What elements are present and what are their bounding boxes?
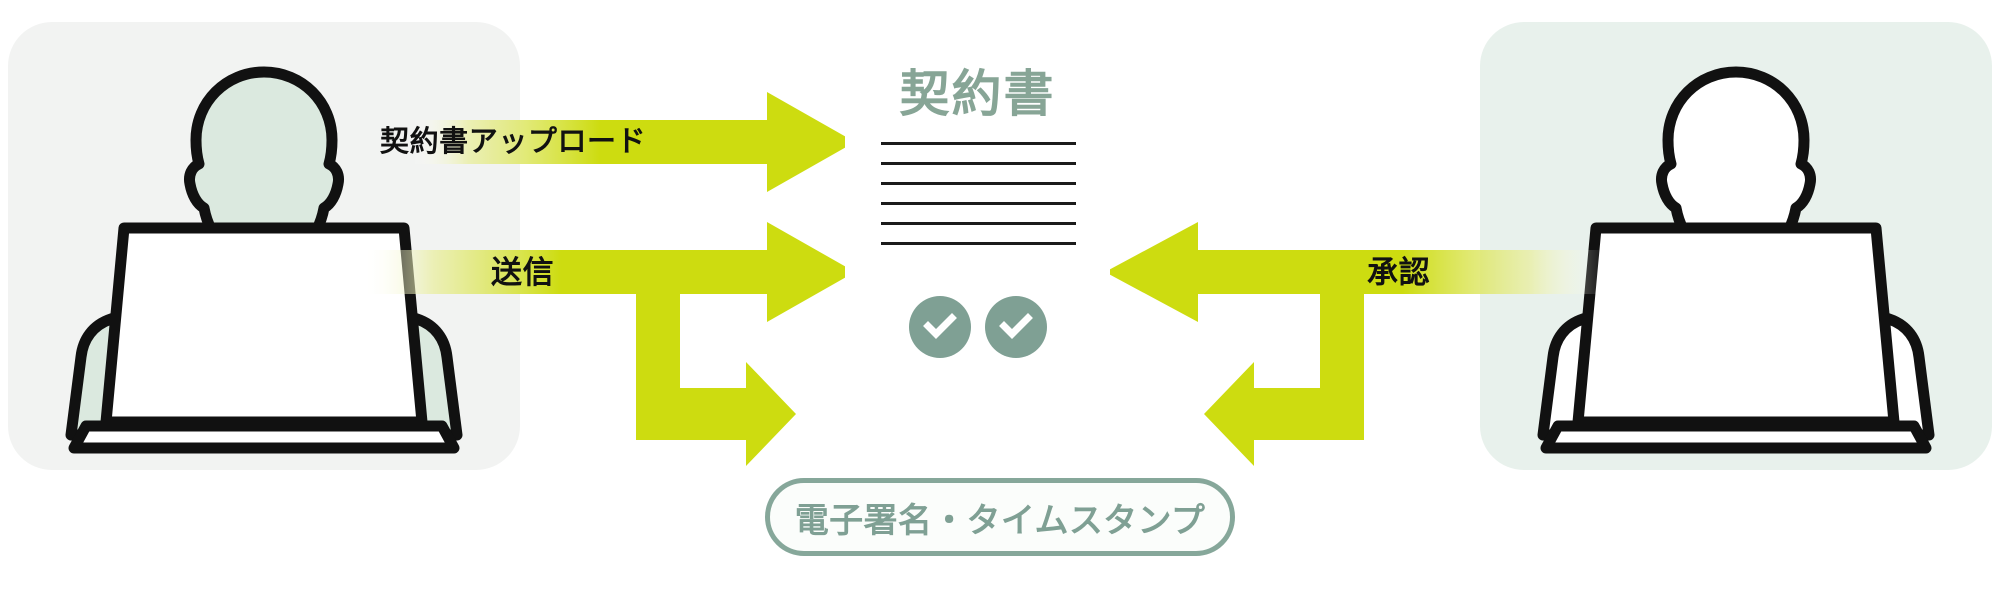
- document-checks: [845, 296, 1110, 358]
- check-mark-icon: [922, 313, 957, 339]
- arrow-sign-right-shape: [1204, 290, 1364, 466]
- approver-card: [1480, 22, 1992, 470]
- contract-document: 契約書: [845, 12, 1110, 436]
- arrow-approve-label: 承認: [1367, 255, 1431, 290]
- document-line: [881, 162, 1076, 165]
- arrow-upload: 契約書アップロード: [380, 92, 855, 192]
- document-title: 契約書: [899, 66, 1056, 122]
- arrow-send-shape: [365, 222, 855, 322]
- signature-timestamp-badge: 電子署名・タイムスタンプ: [765, 478, 1235, 556]
- document-line: [881, 222, 1076, 225]
- arrow-send-label: 送信: [491, 255, 555, 290]
- document-text-lines: [881, 142, 1076, 262]
- document-line: [881, 142, 1076, 145]
- check-mark-icon: [998, 313, 1033, 339]
- arrow-upload-shape: [415, 92, 855, 192]
- document-line: [881, 182, 1076, 185]
- sender-card: [8, 22, 520, 470]
- arrow-sign-left: [636, 290, 796, 470]
- arrow-approve: 承認: [1105, 222, 1600, 322]
- document-line: [881, 242, 1076, 245]
- check-circle-icon: [908, 296, 971, 358]
- arrow-upload-label: 契約書アップロード: [380, 126, 647, 158]
- check-circle-icon: [984, 296, 1047, 358]
- arrow-send: 送信: [365, 222, 855, 322]
- person-at-laptop-icon: [65, 66, 463, 454]
- arrow-sign-left-shape: [636, 290, 796, 466]
- document-line: [881, 202, 1076, 205]
- person-at-laptop-icon: [1537, 66, 1935, 454]
- arrow-approve-shape: [1105, 222, 1600, 322]
- arrow-sign-right: [1204, 290, 1364, 470]
- signature-timestamp-label: 電子署名・タイムスタンプ: [794, 501, 1206, 540]
